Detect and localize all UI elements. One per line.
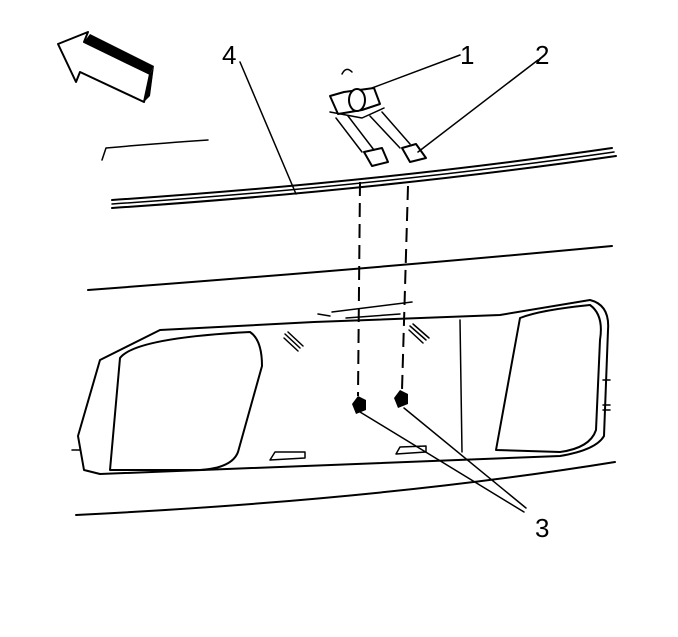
console-stud-left bbox=[283, 331, 304, 352]
screw-part-3-left bbox=[352, 396, 366, 414]
callout-3: 3 bbox=[535, 513, 549, 543]
roof-panel bbox=[75, 139, 617, 516]
alignment-lines bbox=[357, 181, 409, 397]
callout-2: 2 bbox=[535, 40, 549, 70]
leader-lines bbox=[239, 54, 539, 513]
console-stud-right bbox=[408, 323, 430, 344]
bracket-part-1 bbox=[329, 68, 411, 153]
callout-4: 4 bbox=[222, 40, 236, 70]
overhead-console bbox=[71, 299, 611, 475]
screw-part-3-right bbox=[394, 390, 408, 408]
retainer-clip-part-2 bbox=[363, 143, 427, 167]
callout-1: 1 bbox=[460, 40, 474, 70]
forward-arrow-icon bbox=[57, 31, 154, 103]
